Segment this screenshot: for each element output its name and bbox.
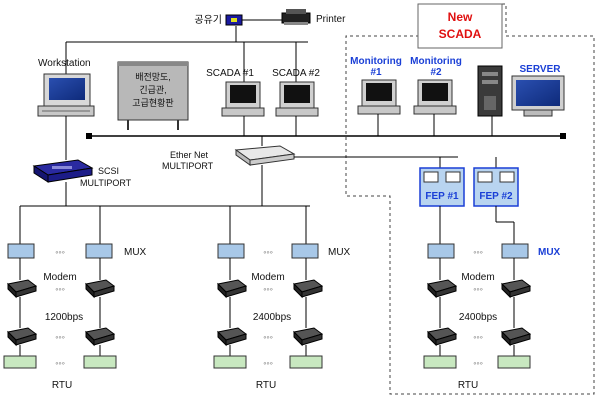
group1-rtu-dots: ◦◦◦: [55, 358, 65, 368]
group2: ◦◦◦ MUX Modem ◦◦◦ 2400bps ◦◦◦: [213, 243, 351, 391]
workstation-icon: [37, 73, 95, 117]
ethernet-multiport-icon: [234, 145, 296, 166]
group2-modem-dots: ◦◦◦: [263, 284, 273, 294]
fep1-label: FEP #1: [425, 191, 459, 202]
new-scada-title-line2: SCADA: [439, 27, 482, 41]
group1-mux-left: [7, 243, 35, 259]
group2-speed: 2400bps: [253, 312, 291, 323]
scsi-label-1: SCSI: [98, 166, 119, 176]
group2-mux-dots: ◦◦◦: [263, 247, 273, 257]
group3-modem-label: Modem: [461, 272, 494, 283]
mimic-board-icon: [117, 61, 189, 130]
workstation-label: Workstation: [38, 58, 91, 69]
group2-modem2-left: [216, 327, 248, 347]
group3-modem2-left: [426, 327, 458, 347]
server-icon: [477, 65, 565, 117]
group2-modem-left: [216, 279, 248, 299]
group1-modem2-right: [84, 327, 116, 347]
new-scada-region: [345, 3, 595, 395]
group2-rtu-right: [289, 355, 323, 369]
group2-rtu-left: [213, 355, 247, 369]
group3-speed: 2400bps: [459, 312, 497, 323]
scada1-label: SCADA #1: [206, 68, 254, 79]
group2-rtu-label: RTU: [256, 380, 276, 391]
hub-label: 공유기: [194, 14, 222, 26]
group3-rtu-label: RTU: [458, 380, 478, 391]
new-scada-title-line1: New: [448, 10, 473, 24]
server-label: SERVER: [520, 64, 562, 75]
scsi-multiport-icon: [32, 159, 94, 183]
group1-modem2-left: [6, 327, 38, 347]
hub-icon: [225, 14, 243, 26]
group2-rtu-dots: ◦◦◦: [263, 358, 273, 368]
group1-rtu-left: [3, 355, 37, 369]
group1-speed: 1200bps: [45, 312, 83, 323]
scada1-computer-icon: [221, 81, 265, 117]
group1-rtu-right: [83, 355, 117, 369]
group3-rtu-dots: ◦◦◦: [473, 358, 483, 368]
monitoring2-label-1: Monitoring: [410, 56, 462, 67]
monitoring1-label-2: #1: [370, 67, 382, 78]
group2-mux-right: [291, 243, 319, 259]
group1-mux-dots: ◦◦◦: [55, 247, 65, 257]
fep2-label: FEP #2: [479, 191, 513, 202]
group3-modem-dots: ◦◦◦: [473, 284, 483, 294]
group2-modem-label: Modem: [251, 272, 284, 283]
group1-rtu-label: RTU: [52, 380, 72, 391]
mimic-board-label-3: 고급현황판: [132, 98, 173, 108]
group1-mux-label: MUX: [124, 247, 147, 258]
group1-mux-right: [85, 243, 113, 259]
group1-modem-right: [84, 279, 116, 299]
group2-modem2-right: [292, 327, 324, 347]
monitoring2-computer-icon: [413, 79, 457, 115]
printer-label: Printer: [316, 14, 346, 25]
group3-mux-dots: ◦◦◦: [473, 247, 483, 257]
group3-modem-right: [500, 279, 532, 299]
monitoring1-label-1: Monitoring: [350, 56, 402, 67]
group2-mux-label: MUX: [328, 247, 351, 258]
scsi-label-2: MULTIPORT: [80, 178, 132, 188]
group3-modem-left: [426, 279, 458, 299]
group1-modem-label: Modem: [43, 272, 76, 283]
group3: ◦◦◦ MUX Modem ◦◦◦ 2400bps ◦◦◦: [423, 243, 561, 391]
group3-rtu-left: [423, 355, 457, 369]
monitoring1-computer-icon: [357, 79, 401, 115]
mimic-board-label-1: 배전망도,: [135, 72, 171, 82]
group2-modem-right: [292, 279, 324, 299]
fep1-icon: [419, 167, 465, 207]
ethernet-label-1: Ether Net: [170, 150, 209, 160]
group1-modem-left: [6, 279, 38, 299]
fep2-icon: [473, 167, 519, 207]
scada2-label: SCADA #2: [272, 68, 320, 79]
group3-rtu-right: [497, 355, 531, 369]
scada2-computer-icon: [275, 81, 319, 117]
group3-mux-left: [427, 243, 455, 259]
new-scada-title-box: [417, 3, 503, 49]
group3-mux-right: [501, 243, 529, 259]
group1-modem2-dots: ◦◦◦: [55, 332, 65, 342]
group2-modem2-dots: ◦◦◦: [263, 332, 273, 342]
group3-mux-label: MUX: [538, 247, 561, 258]
lan-left-terminator: [86, 133, 92, 139]
monitoring2-label-2: #2: [430, 67, 442, 78]
group1: ◦◦◦ MUX Modem ◦◦◦ 1200bps ◦◦◦: [3, 243, 147, 391]
printer-icon: [281, 9, 311, 25]
group3-modem2-dots: ◦◦◦: [473, 332, 483, 342]
lan-right-terminator: [560, 133, 566, 139]
mimic-board-label-2: 긴급관,: [139, 85, 166, 95]
ethernet-label-2: MULTIPORT: [162, 161, 214, 171]
group1-modem-dots: ◦◦◦: [55, 284, 65, 294]
group3-modem2-right: [500, 327, 532, 347]
group2-mux-left: [217, 243, 245, 259]
